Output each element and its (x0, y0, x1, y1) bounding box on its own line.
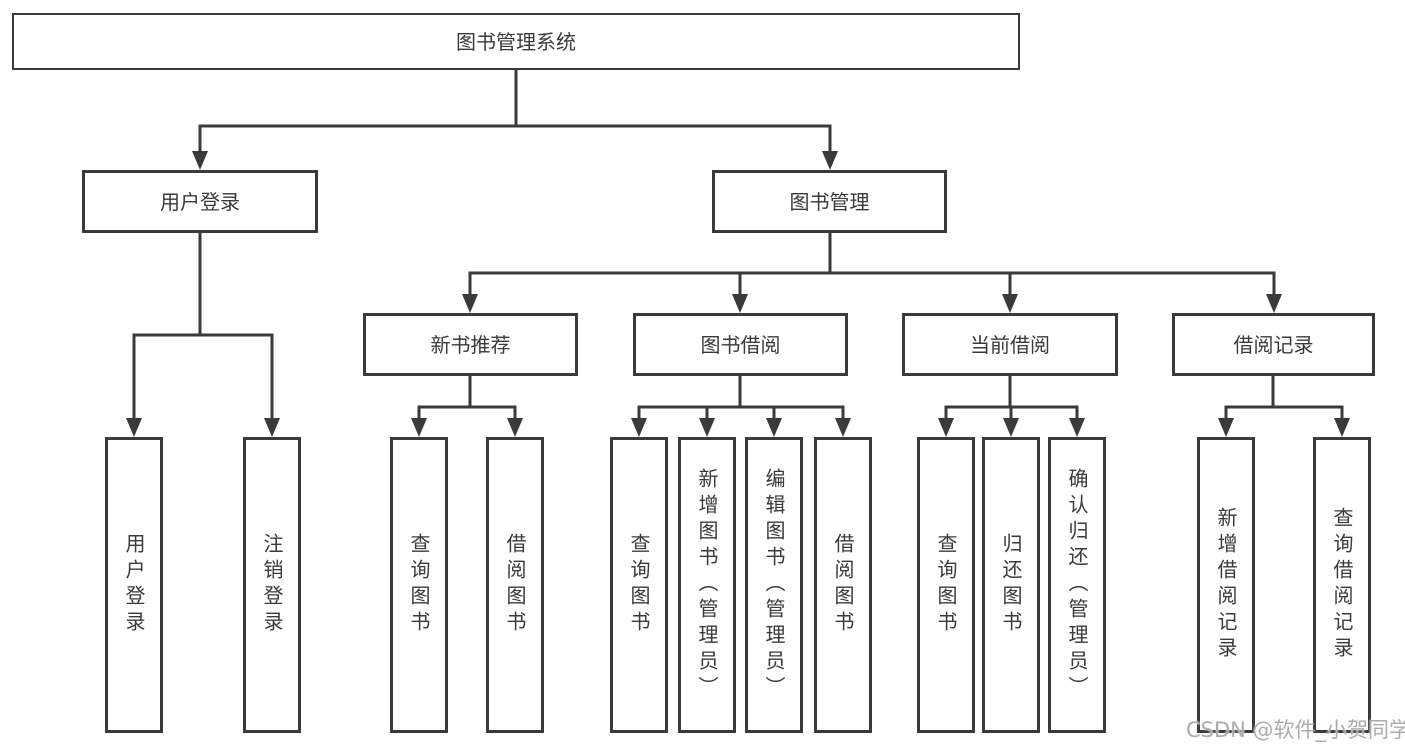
arrow-down-icon (732, 294, 748, 313)
leaf-return-books: 归还图书 (982, 437, 1040, 733)
leaf-user-login: 用户登录 (105, 437, 163, 733)
arrow-down-icon (835, 418, 851, 437)
connector-root (198, 68, 832, 158)
node-root-system: 图书管理系统 (12, 13, 1020, 70)
leaf-query-books-recommend: 查询图书 (390, 437, 448, 733)
arrow-down-icon (699, 418, 715, 437)
node-current-borrowing: 当前借阅 (902, 313, 1118, 376)
leaf-query-books-borrowing: 查询图书 (610, 437, 668, 733)
node-book-borrowing: 图书借阅 (633, 313, 848, 376)
connector-book-borrowing (637, 374, 845, 426)
connector-user-login (132, 231, 274, 426)
arrow-down-icon (1002, 294, 1018, 313)
arrow-down-icon (1069, 418, 1085, 437)
arrow-down-icon (1334, 418, 1350, 437)
arrow-down-icon (126, 418, 142, 437)
leaf-borrow-books-recommend: 借阅图书 (486, 437, 544, 733)
leaf-add-borrow-record: 新增借阅记录 (1197, 437, 1255, 733)
node-book-management: 图书管理 (712, 170, 947, 233)
arrow-down-icon (507, 418, 523, 437)
leaf-confirm-return-admin: 确认归还（管理员） (1048, 437, 1106, 733)
arrowheads (126, 151, 1350, 437)
connector-new-books (417, 374, 517, 426)
csdn-watermark: CSDN @软件_小贺同学 (1186, 718, 1405, 742)
leaf-query-books-current: 查询图书 (917, 437, 975, 733)
leaf-borrow-books-borrowing: 借阅图书 (814, 437, 872, 733)
arrow-down-icon (264, 418, 280, 437)
node-user-login: 用户登录 (82, 170, 318, 233)
arrow-down-icon (411, 418, 427, 437)
connector-book-management (468, 231, 1276, 302)
arrow-down-icon (766, 418, 782, 437)
connector-borrow-records (1224, 374, 1344, 426)
arrow-down-icon (1266, 294, 1282, 313)
arrow-down-icon (1218, 418, 1234, 437)
arrow-down-icon (462, 294, 478, 313)
leaf-add-book-admin: 新增图书（管理员） (678, 437, 736, 733)
arrow-down-icon (192, 151, 208, 170)
arrow-down-icon (631, 418, 647, 437)
connector-current-borrowing (944, 374, 1079, 426)
node-new-book-recommend: 新书推荐 (363, 313, 578, 376)
leaf-query-borrow-record: 查询借阅记录 (1313, 437, 1371, 733)
arrow-down-icon (822, 151, 838, 170)
node-borrow-records: 借阅记录 (1172, 313, 1375, 376)
arrow-down-icon (1003, 418, 1019, 437)
leaf-logout: 注销登录 (243, 437, 301, 733)
arrow-down-icon (938, 418, 954, 437)
leaf-edit-book-admin: 编辑图书（管理员） (745, 437, 803, 733)
